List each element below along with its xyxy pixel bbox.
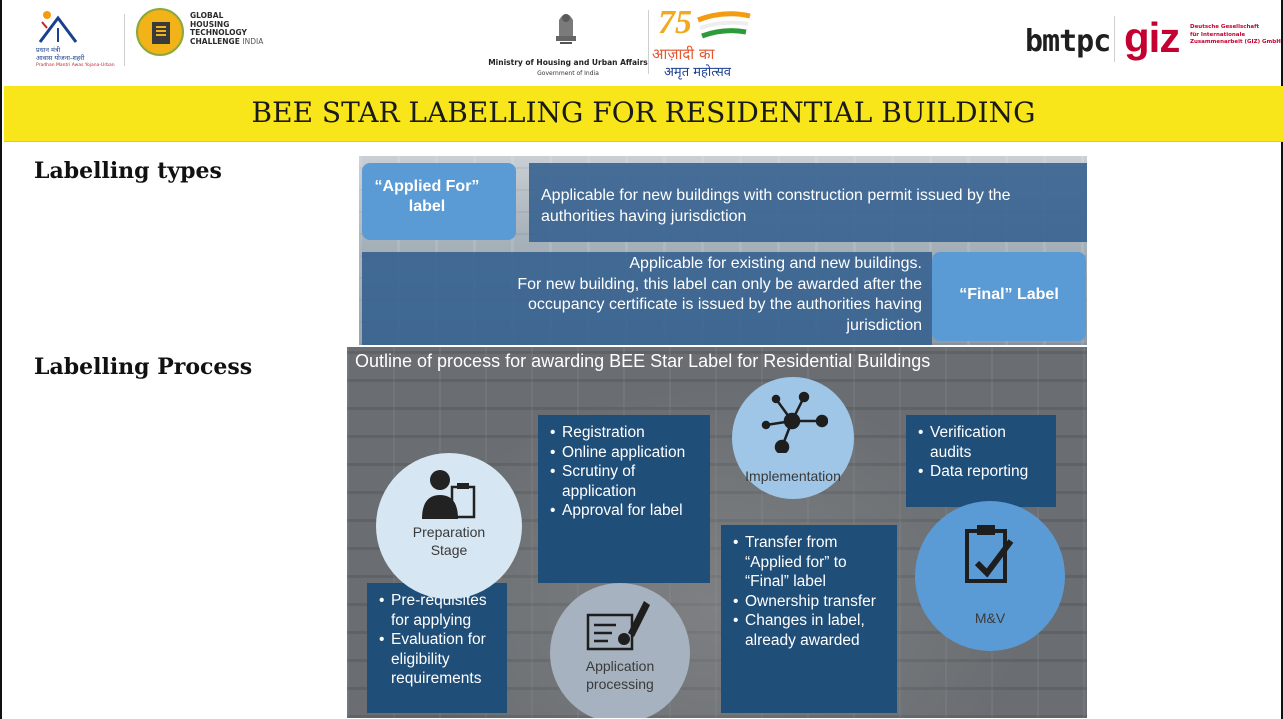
giz-line3: Zusammenarbeit (GIZ) GmbH bbox=[1190, 39, 1281, 45]
divider bbox=[648, 10, 649, 74]
applied-for-description: Applicable for new buildings with constr… bbox=[541, 187, 1011, 225]
person-clipboard-icon bbox=[422, 470, 476, 519]
preparation-stage-circle: Preparation Stage bbox=[376, 453, 522, 599]
ghtc-india: INDIA bbox=[242, 36, 264, 46]
list-item: Changes in label, already awarded bbox=[733, 611, 889, 650]
final-label-box: “Final” Label bbox=[932, 252, 1086, 341]
preparation-stage-label: Preparation Stage bbox=[376, 523, 522, 559]
logo-bar: प्रधान मंत्री आवास योजना-शहरी Pradhan Ma… bbox=[2, 0, 1281, 86]
giz-line1: Deutsche Gesellschaft bbox=[1190, 24, 1260, 30]
implementation-circle: Implementation bbox=[732, 377, 854, 499]
list-item: Evaluation for eligibility requirements bbox=[379, 630, 499, 689]
giz-subtext: Deutsche Gesellschaft für Internationale… bbox=[1190, 24, 1281, 47]
implementation-steps-box: Transfer from “Applied for” to “Final” l… bbox=[721, 525, 897, 713]
implementation-label: Implementation bbox=[745, 468, 841, 484]
list-item: Scrutiny of application bbox=[550, 462, 702, 501]
list-item: Transfer from “Applied for” to “Final” l… bbox=[733, 533, 889, 592]
final-desc-line: Applicable for existing and new building… bbox=[629, 255, 922, 272]
ghtc-text: GLOBAL HOUSING TECHNOLOGY CHALLENGE INDI… bbox=[190, 11, 264, 46]
list-item: Ownership transfer bbox=[733, 592, 889, 612]
final-desc-line: For new building, this label can only be… bbox=[517, 275, 922, 293]
list-item: Verification audits bbox=[918, 423, 1048, 462]
pmay-logo: प्रधान मंत्री आवास योजना-शहरी Pradhan Ma… bbox=[30, 6, 122, 76]
applied-for-description-box: Applicable for new buildings with constr… bbox=[529, 163, 1087, 242]
pmay-line3: Pradhan Mantri Awas Yojana-Urban bbox=[36, 63, 115, 68]
ghtc-line2: HOUSING bbox=[190, 19, 230, 29]
process-title: Outline of process for awarding BEE Star… bbox=[355, 351, 931, 371]
ghtc-logo: GLOBAL HOUSING TECHNOLOGY CHALLENGE INDI… bbox=[136, 6, 296, 76]
giz-logo: giz bbox=[1124, 14, 1180, 61]
ghtc-line4: CHALLENGE bbox=[190, 36, 240, 46]
preparation-label-line2: Stage bbox=[430, 542, 468, 558]
giz-line2: für Internationale bbox=[1190, 31, 1246, 38]
final-description-box: Applicable for existing and new building… bbox=[362, 252, 932, 345]
labelling-process-panel: Outline of process for awarding BEE Star… bbox=[347, 347, 1087, 718]
mv-circle: M&V bbox=[915, 501, 1065, 651]
government-name: Government of India bbox=[537, 70, 599, 77]
labelling-types-panel: “Applied For” label Applicable for new b… bbox=[359, 156, 1087, 345]
ghtc-line3: TECHNOLOGY bbox=[190, 28, 247, 37]
applied-for-label: “Applied For” label bbox=[374, 178, 480, 215]
final-label: “Final” Label bbox=[959, 286, 1059, 303]
pmay-house-icon bbox=[38, 11, 78, 43]
divider bbox=[124, 14, 125, 66]
application-label-line1: Application bbox=[585, 658, 655, 674]
list-item: Data reporting bbox=[918, 462, 1048, 482]
divider bbox=[1114, 16, 1115, 62]
mv-steps-box: Verification audits Data reporting bbox=[906, 415, 1056, 507]
preparation-steps-box: Pre-requisites for applying Evaluation f… bbox=[367, 583, 507, 713]
labelling-types-heading: Labelling types bbox=[34, 158, 222, 184]
ministry-logo: Ministry of Housing and Urban Affairs Go… bbox=[488, 6, 648, 80]
list-item: Online application bbox=[550, 443, 702, 463]
azadi-75: 75 bbox=[658, 4, 692, 41]
application-processing-label: Application processing bbox=[550, 657, 690, 693]
tricolor-swoosh-icon bbox=[697, 11, 751, 39]
pmay-line2: आवास योजना-शहरी bbox=[36, 54, 85, 62]
national-emblem-icon bbox=[556, 14, 576, 44]
azadi-ka-amrit-mahotsav-logo: 75 आज़ादी का अमृत महोत्सव bbox=[650, 4, 760, 82]
bmtpc-logo: bmtpc bbox=[1025, 24, 1111, 59]
application-label-line2: processing bbox=[586, 676, 654, 692]
document-signing-icon bbox=[586, 601, 650, 651]
final-desc-line: jurisdiction bbox=[846, 316, 922, 334]
final-description: Applicable for existing and new building… bbox=[362, 254, 922, 336]
labelling-process-heading: Labelling Process bbox=[34, 354, 253, 380]
final-desc-line: occupancy certificate is issued by the a… bbox=[528, 296, 922, 313]
preparation-label-line1: Preparation bbox=[412, 524, 486, 540]
clipboard-check-icon bbox=[965, 525, 1014, 583]
pmay-text: प्रधान मंत्री आवास योजना-शहरी Pradhan Ma… bbox=[36, 46, 115, 70]
application-processing-circle: Application processing bbox=[550, 583, 690, 718]
list-item: Registration bbox=[550, 423, 702, 443]
pmay-line1: प्रधान मंत्री bbox=[36, 46, 61, 54]
application-steps-box: Registration Online application Scrutiny… bbox=[538, 415, 710, 583]
ministry-name: Ministry of Housing and Urban Affairs bbox=[488, 58, 648, 67]
azadi-line2: अमृत महोत्सव bbox=[664, 65, 732, 80]
page-title: BEE STAR LABELLING FOR RESIDENTIAL BUILD… bbox=[251, 96, 1036, 129]
ghtc-line1: GLOBAL bbox=[190, 11, 224, 20]
applied-for-label-box: “Applied For” label bbox=[362, 163, 516, 240]
ghtc-badge-icon bbox=[136, 8, 184, 56]
network-nodes-icon bbox=[761, 391, 828, 453]
title-bar: BEE STAR LABELLING FOR RESIDENTIAL BUILD… bbox=[4, 86, 1283, 142]
mv-label: M&V bbox=[974, 610, 1006, 626]
azadi-line1: आज़ादी का bbox=[652, 45, 715, 63]
list-item: Approval for label bbox=[550, 501, 702, 521]
